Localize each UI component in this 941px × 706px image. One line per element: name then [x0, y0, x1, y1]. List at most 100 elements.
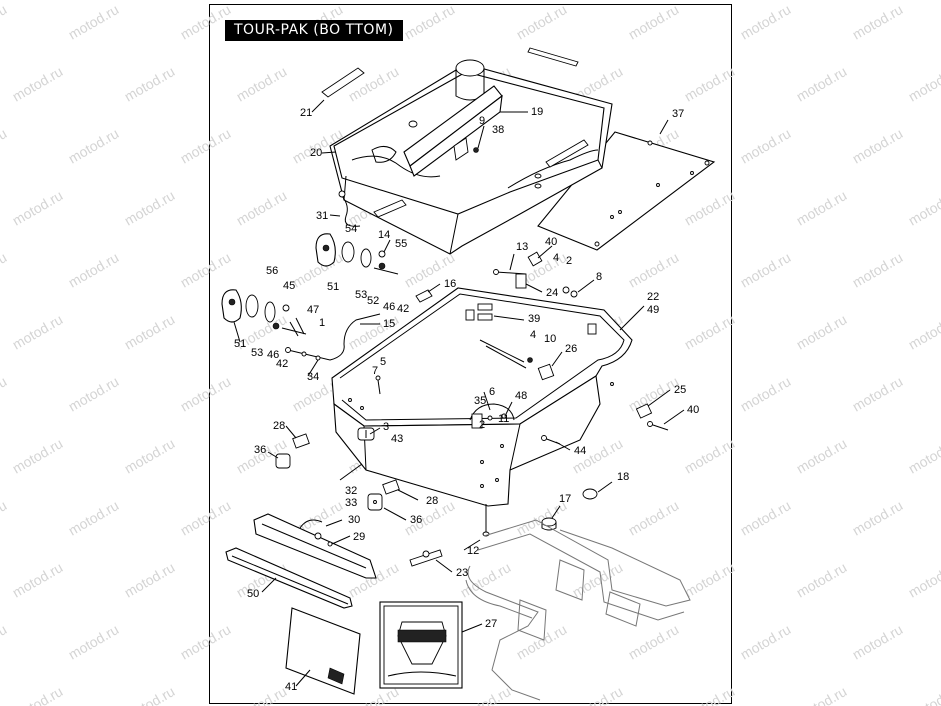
watermark-text: motod.ru: [122, 63, 178, 104]
watermark-text: motod.ru: [178, 373, 234, 414]
callout-label-17: 17: [559, 493, 571, 505]
watermark-text: motod.ru: [794, 683, 850, 706]
watermark-text: motod.ru: [458, 683, 514, 706]
callout-label-4: 4: [553, 252, 559, 264]
callout-label-21: 21: [300, 107, 312, 119]
callout-label-35: 35: [474, 395, 486, 407]
callout-label-39: 39: [528, 313, 540, 325]
callout-label-19: 19: [531, 106, 543, 118]
part-51-hinge-upper: [315, 233, 399, 275]
callout-label-8: 8: [596, 271, 602, 283]
watermark-text: motod.ru: [850, 125, 906, 166]
watermark-text: motod.ru: [682, 559, 738, 600]
callout-label-23: 23: [456, 567, 468, 579]
callout-label-25: 25: [674, 384, 686, 396]
callout-label-7: 7: [372, 365, 378, 377]
part-51-hinge-lower: [221, 289, 307, 335]
watermark-text: motod.ru: [66, 373, 122, 414]
watermark-text: motod.ru: [10, 435, 66, 476]
watermark-text: motod.ru: [738, 497, 794, 538]
callout-label-12: 12: [467, 545, 479, 557]
callout-label-46: 46: [267, 349, 279, 361]
callout-label-18: 18: [617, 471, 629, 483]
watermark-text: motod.ru: [122, 559, 178, 600]
watermark-text: motod.ru: [178, 621, 234, 662]
watermark-text: motod.ru: [850, 497, 906, 538]
watermark-text: motod.ru: [850, 373, 906, 414]
watermark-text: motod.ru: [234, 63, 290, 104]
watermark-text: motod.ru: [906, 311, 941, 352]
callout-label-48: 48: [515, 390, 527, 402]
part-32-bracket: [253, 513, 377, 579]
watermark-text: motod.ru: [626, 621, 682, 662]
callout-label-2: 2: [479, 419, 485, 431]
callout-label-4: 4: [530, 329, 536, 341]
watermark-text: motod.ru: [10, 63, 66, 104]
callout-label-29: 29: [353, 531, 365, 543]
watermark-text: motod.ru: [514, 621, 570, 662]
callout-label-51: 51: [234, 338, 246, 350]
watermark-text: motod.ru: [850, 1, 906, 42]
watermark-text: motod.ru: [794, 187, 850, 228]
watermark-text: motod.ru: [738, 125, 794, 166]
watermark-text: motod.ru: [178, 497, 234, 538]
callout-label-9: 9: [479, 115, 485, 127]
watermark-text: motod.ru: [122, 435, 178, 476]
watermark-text: motod.ru: [66, 1, 122, 42]
leader-lines: [233, 99, 685, 687]
callout-label-28: 28: [426, 495, 438, 507]
watermark-text: motod.ru: [0, 1, 9, 42]
callout-label-6: 6: [489, 386, 495, 398]
callout-label-40: 40: [545, 236, 557, 248]
watermark-text: motod.ru: [122, 311, 178, 352]
watermark-text: motod.ru: [738, 1, 794, 42]
callout-label-36: 36: [254, 444, 266, 456]
watermark-text: motod.ru: [514, 1, 570, 42]
watermark-text: motod.ru: [234, 683, 290, 706]
callout-label-55: 55: [395, 238, 407, 250]
watermark-text: motod.ru: [682, 683, 738, 706]
watermark-text: motod.ru: [738, 249, 794, 290]
watermark-text: motod.ru: [178, 249, 234, 290]
watermark-text: motod.ru: [0, 249, 9, 290]
part-28-36-pads: [275, 433, 400, 511]
callout-label-14: 14: [378, 229, 390, 241]
watermark-text: motod.ru: [570, 683, 626, 706]
callout-label-38: 38: [492, 124, 504, 136]
watermark-text: motod.ru: [794, 63, 850, 104]
watermark-text: motod.ru: [794, 435, 850, 476]
callout-label-44: 44: [574, 445, 586, 457]
callout-label-40: 40: [687, 404, 699, 416]
part-34-cable: [285, 313, 381, 361]
callout-label-10: 10: [544, 333, 556, 345]
callout-label-46: 46: [383, 301, 395, 313]
luggage-rack: [465, 519, 691, 701]
watermark-text: motod.ru: [458, 559, 514, 600]
callout-label-56: 56: [266, 265, 278, 277]
watermark-text: motod.ru: [0, 497, 9, 538]
callout-label-52: 52: [367, 295, 379, 307]
callout-label-36: 36: [410, 514, 422, 526]
watermark-text: motod.ru: [122, 187, 178, 228]
callout-label-53: 53: [251, 347, 263, 359]
part-19-divider: [403, 85, 503, 177]
part-27-owners-pack: [379, 601, 463, 689]
watermark-text: motod.ru: [906, 187, 941, 228]
watermark-text: motod.ru: [906, 435, 941, 476]
watermark-text: motod.ru: [850, 249, 906, 290]
watermark-text: motod.ru: [626, 1, 682, 42]
watermark-text: motod.ru: [234, 187, 290, 228]
watermark-text: motod.ru: [0, 373, 9, 414]
watermark-text: motod.ru: [906, 63, 941, 104]
watermark-text: motod.ru: [906, 559, 941, 600]
watermark-text: motod.ru: [626, 373, 682, 414]
watermark-text: motod.ru: [122, 683, 178, 706]
callout-label-28: 28: [273, 420, 285, 432]
watermark-text: motod.ru: [906, 683, 941, 706]
watermark-text: motod.ru: [66, 497, 122, 538]
callout-label-42: 42: [397, 303, 409, 315]
callout-label-20: 20: [310, 147, 322, 159]
callout-label-1: 1: [319, 317, 325, 329]
